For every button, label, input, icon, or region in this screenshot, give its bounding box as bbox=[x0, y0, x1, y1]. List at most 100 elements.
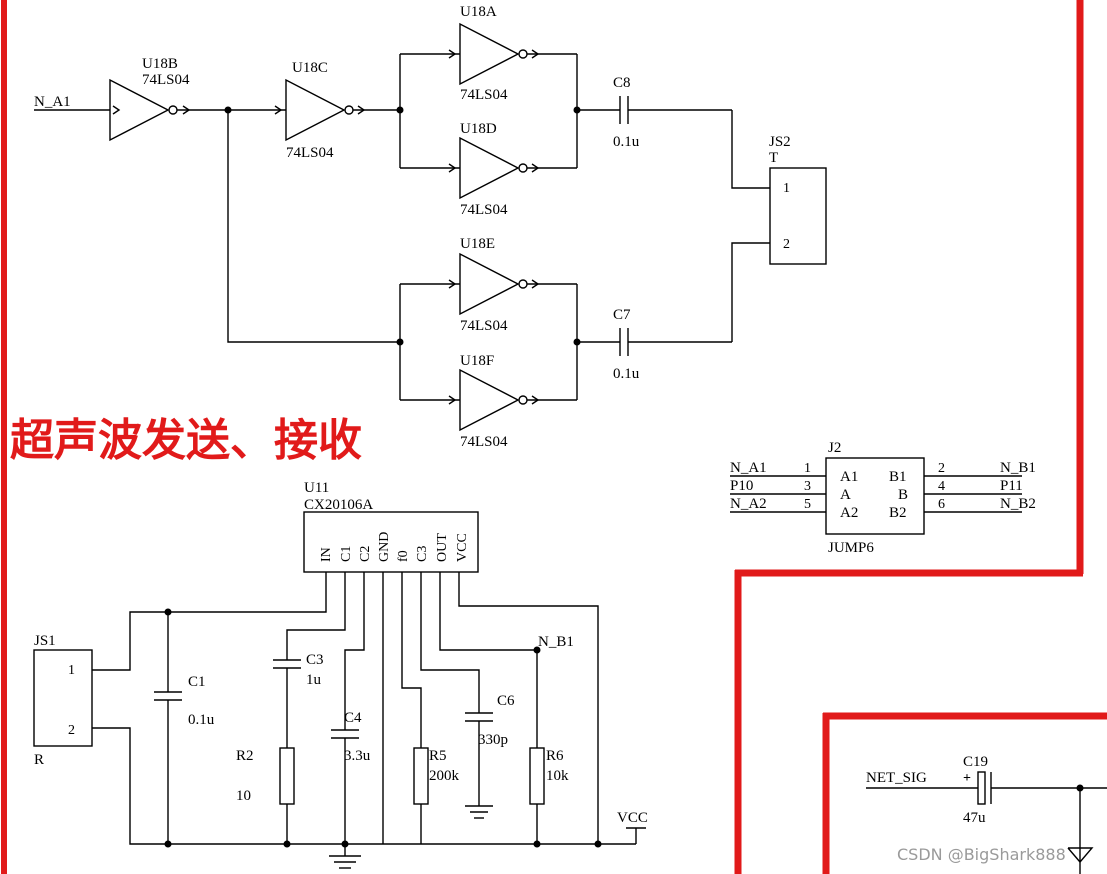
connector-js2: JS2 T 1 2 bbox=[769, 134, 827, 265]
j2-left-num-1: 1 bbox=[804, 461, 811, 476]
u18e-ref: U18E bbox=[460, 236, 495, 252]
j2-right-net-3: N_B2 bbox=[1000, 496, 1036, 512]
u18e-part: 74LS04 bbox=[460, 318, 508, 334]
u18c-part: 74LS04 bbox=[286, 145, 334, 161]
u11-pin-out: OUT bbox=[435, 533, 450, 562]
receiver-section: U11 CX20106A IN C1 C2 GND f0 C3 OUT VCC … bbox=[33, 480, 648, 869]
u11-pin-vcc: VCC bbox=[455, 533, 470, 562]
js1-pin2: 2 bbox=[68, 723, 75, 738]
c1-ref: C1 bbox=[188, 674, 206, 690]
inverter-u18d: U18D 74LS04 bbox=[448, 121, 540, 218]
capacitor-c8: C8 0.1u bbox=[577, 75, 732, 150]
watermark: CSDN @BigShark888 bbox=[897, 845, 1066, 864]
j2-right-pin-1: B1 bbox=[889, 469, 907, 485]
r5-value: 200k bbox=[429, 768, 460, 784]
j2-left-pin-1: A1 bbox=[840, 469, 858, 485]
inverter-u18c: U18C 74LS04 bbox=[274, 60, 366, 161]
svg-text:+: + bbox=[963, 771, 971, 786]
c6-value: 330p bbox=[478, 732, 508, 748]
j2-right-num-2: 4 bbox=[938, 479, 945, 494]
u11-pin-c3: C3 bbox=[415, 546, 430, 562]
r2-value: 10 bbox=[236, 788, 251, 804]
resistor-r2: R2 10 bbox=[236, 747, 295, 844]
c3-ref: C3 bbox=[306, 652, 324, 668]
js2-pin2: 2 bbox=[783, 237, 790, 252]
j2-right-pin-2: B bbox=[898, 487, 908, 503]
resistor-r6: R6 10k bbox=[529, 747, 569, 844]
js1-ref: JS1 bbox=[34, 633, 56, 649]
u11-pin-c1: C1 bbox=[339, 546, 354, 562]
capacitor-c3: C3 1u bbox=[273, 652, 324, 748]
u18c-ref: U18C bbox=[292, 60, 328, 76]
js2-pin1: 1 bbox=[783, 181, 790, 196]
resistor-r5: R5 200k bbox=[413, 747, 460, 844]
section-title: 超声波发送、接收 bbox=[10, 415, 362, 466]
c7-value: 0.1u bbox=[613, 366, 640, 382]
j2-left-pin-2: A bbox=[840, 487, 851, 503]
r2-ref: R2 bbox=[236, 748, 254, 764]
js1-pin1: 1 bbox=[68, 663, 75, 678]
c1-value: 0.1u bbox=[188, 712, 215, 728]
net-label-n-b1: N_B1 bbox=[538, 634, 574, 650]
jumper-j2: J2 JUMP6 N_A1 P10 N_A2 1 3 5 A1 A A2 B1 … bbox=[730, 440, 1036, 556]
u11-part: CX20106A bbox=[304, 497, 373, 513]
j2-left-net-1: N_A1 bbox=[730, 460, 767, 476]
j2-left-num-3: 5 bbox=[804, 497, 811, 512]
js2-sub: T bbox=[769, 150, 778, 166]
u18a-ref: U18A bbox=[460, 4, 497, 20]
capacitor-c4: C4 3.3u bbox=[331, 710, 371, 844]
vcc-symbol: VCC bbox=[598, 810, 648, 845]
ground-symbol bbox=[329, 844, 361, 869]
j2-part: JUMP6 bbox=[828, 540, 874, 556]
u18d-ref: U18D bbox=[460, 121, 497, 137]
c8-ref: C8 bbox=[613, 75, 631, 91]
u11-pin-gnd: GND bbox=[377, 532, 392, 562]
j2-left-net-2: P10 bbox=[730, 478, 753, 494]
u11-ref: U11 bbox=[304, 480, 329, 496]
j2-left-net-3: N_A2 bbox=[730, 496, 767, 512]
c19-section: NET_SIG + C19 47u bbox=[866, 754, 1107, 874]
capacitor-c7: C7 0.1u bbox=[577, 307, 732, 382]
ic-u11: U11 CX20106A IN C1 C2 GND f0 C3 OUT VCC bbox=[303, 480, 479, 573]
inverter-u18e: U18E 74LS04 bbox=[448, 236, 540, 334]
u11-pin-c2: C2 bbox=[358, 546, 373, 562]
net-label-n-a1: N_A1 bbox=[34, 94, 71, 110]
js2-ref: JS2 bbox=[769, 134, 791, 150]
j2-ref: J2 bbox=[828, 440, 841, 456]
transmitter-section: N_A1 U18B 74LS04 U18C 74LS04 bbox=[34, 4, 827, 450]
u11-pin-f0: f0 bbox=[396, 550, 411, 562]
c7-ref: C7 bbox=[613, 307, 631, 323]
inverter-u18b: U18B 74LS04 bbox=[109, 56, 191, 142]
inverter-u18a: U18A 74LS04 bbox=[448, 4, 540, 103]
j2-right-num-1: 2 bbox=[938, 461, 945, 476]
c19-value: 47u bbox=[963, 810, 986, 826]
r6-value: 10k bbox=[546, 768, 569, 784]
r6-ref: R6 bbox=[546, 748, 564, 764]
c19-ref: C19 bbox=[963, 754, 988, 770]
c8-value: 0.1u bbox=[613, 134, 640, 150]
u18f-ref: U18F bbox=[460, 353, 494, 369]
j2-left-pin-3: A2 bbox=[840, 505, 858, 521]
u18a-part: 74LS04 bbox=[460, 87, 508, 103]
u18b-part: 74LS04 bbox=[142, 72, 190, 88]
c4-value: 3.3u bbox=[344, 748, 371, 764]
u18f-part: 74LS04 bbox=[460, 434, 508, 450]
j2-left-num-2: 3 bbox=[804, 479, 811, 494]
capacitor-c1: C1 0.1u bbox=[154, 612, 215, 844]
capacitor-c6: C6 330p bbox=[465, 693, 515, 819]
u18d-part: 74LS04 bbox=[460, 202, 508, 218]
u18b-ref: U18B bbox=[142, 56, 178, 72]
net-label-vcc: VCC bbox=[617, 810, 648, 826]
c6-ref: C6 bbox=[497, 693, 515, 709]
js1-sub: R bbox=[34, 752, 44, 768]
j2-right-net-1: N_B1 bbox=[1000, 460, 1036, 476]
connector-js1: JS1 R 1 2 bbox=[33, 633, 93, 768]
j2-right-num-3: 6 bbox=[938, 497, 945, 512]
c3-value: 1u bbox=[306, 672, 322, 688]
net-label-net-sig: NET_SIG bbox=[866, 770, 927, 786]
c4-ref: C4 bbox=[344, 710, 362, 726]
inverter-u18f: U18F 74LS04 bbox=[448, 353, 540, 450]
j2-right-pin-3: B2 bbox=[889, 505, 907, 521]
